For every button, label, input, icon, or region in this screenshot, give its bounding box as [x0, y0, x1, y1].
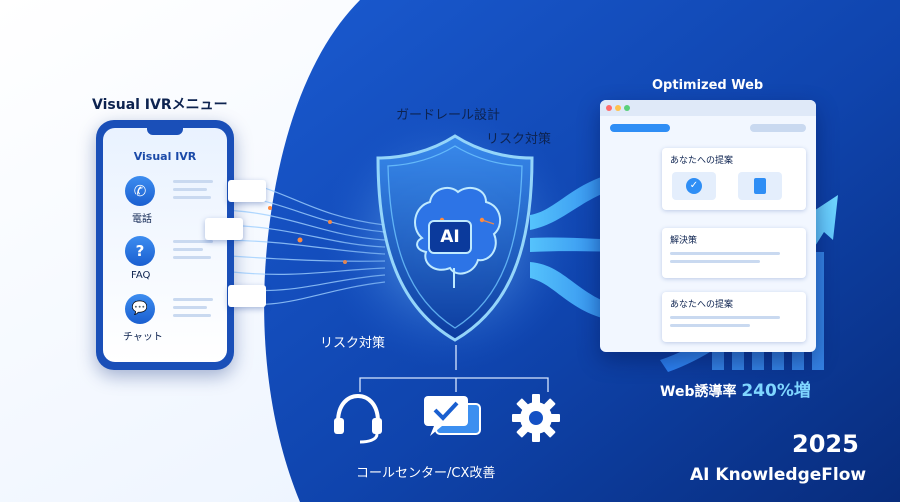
- card-title: あなたへの提案: [670, 300, 734, 310]
- text-line: [173, 248, 203, 251]
- text-line: [173, 306, 207, 309]
- headset-icon[interactable]: [330, 392, 386, 444]
- risk-label-bottom: リスク対策: [320, 336, 386, 351]
- browser-window: あなたへの提案 ✓ 解決策 あなたへの提案: [600, 100, 816, 352]
- text-line: [670, 324, 750, 327]
- card-title: あなたへの提案: [670, 156, 734, 166]
- question-icon[interactable]: ?: [125, 236, 155, 266]
- bottom-caption: コールセンター/CX改善: [356, 466, 496, 481]
- optimized-web-heading: Optimized Web: [652, 78, 764, 93]
- ai-badge: AI: [428, 220, 472, 254]
- nav-bar-item: [750, 124, 806, 132]
- check-message-icon[interactable]: [420, 392, 486, 444]
- text-line: [173, 314, 211, 317]
- text-line: [670, 252, 780, 255]
- text-line: [173, 298, 213, 301]
- window-minimize-dot[interactable]: [615, 105, 621, 111]
- text-line: [173, 196, 211, 199]
- card-title: 解決策: [670, 236, 698, 246]
- text-line: [670, 260, 760, 263]
- menu-label-phone: 電話: [132, 214, 152, 225]
- floating-document: [228, 180, 266, 202]
- nav-bar-accent: [610, 124, 670, 132]
- check-badge-icon: ✓: [686, 178, 702, 194]
- text-line: [173, 240, 213, 243]
- year-label: 2025: [792, 430, 859, 458]
- document-icon: [754, 178, 766, 194]
- suggestion-card[interactable]: あなたへの提案: [662, 292, 806, 342]
- visual-ivr-menu-heading: Visual IVRメニュー: [92, 97, 228, 113]
- menu-label-chat: チャット: [123, 332, 163, 343]
- chat-icon[interactable]: 💬: [125, 294, 155, 324]
- guardrail-label: ガードレール設計: [396, 108, 501, 123]
- text-line: [670, 316, 780, 319]
- text-line: [173, 180, 213, 183]
- window-maximize-dot[interactable]: [624, 105, 630, 111]
- text-line: [173, 256, 211, 259]
- floating-document: [205, 218, 243, 240]
- phone-screen: Visual IVR ✆ 電話 ? FAQ 💬 チャット: [103, 128, 227, 362]
- web-uplift-stat: Web誘導率 240%増: [660, 376, 811, 401]
- brand-label: AI KnowledgeFlow: [690, 465, 867, 485]
- window-close-dot[interactable]: [606, 105, 612, 111]
- check-tile: ✓: [672, 172, 716, 200]
- phone-notch: [147, 128, 183, 135]
- menu-label-faq: FAQ: [131, 270, 151, 281]
- web-uplift-value: 240%増: [741, 381, 811, 401]
- risk-label-top: リスク対策: [486, 132, 552, 147]
- suggestion-card[interactable]: あなたへの提案 ✓: [662, 148, 806, 210]
- browser-titlebar: [600, 100, 816, 116]
- floating-document: [228, 285, 266, 307]
- web-uplift-label: Web誘導率: [660, 384, 737, 400]
- solution-card[interactable]: 解決策: [662, 228, 806, 278]
- document-tile: [738, 172, 782, 200]
- phone-icon[interactable]: ✆: [125, 176, 155, 206]
- phone-screen-title: Visual IVR: [133, 150, 197, 163]
- gear-icon[interactable]: [510, 392, 562, 444]
- text-line: [173, 188, 207, 191]
- phone-mockup: Visual IVR ✆ 電話 ? FAQ 💬 チャット: [96, 120, 234, 370]
